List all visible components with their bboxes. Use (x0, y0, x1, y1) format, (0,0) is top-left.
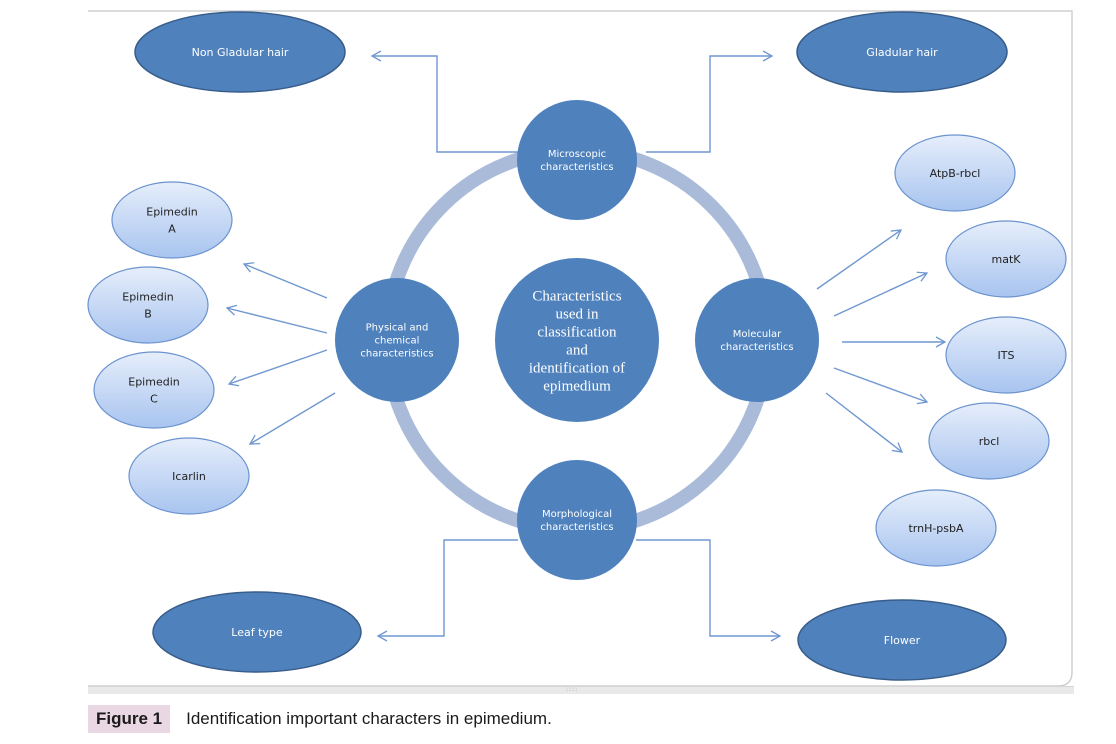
leaf-node-trnh-psba-shape (875, 489, 997, 567)
leaf-node-non-gladular-hair: Non Gladular hair (134, 11, 346, 93)
connector-physical-2 (225, 304, 328, 334)
node-label: characteristics (720, 342, 793, 353)
connector-molecular-1 (816, 229, 903, 290)
connector-molecular-4 (833, 367, 929, 405)
leaf-node-icarlin: Icarlin (128, 437, 250, 515)
leaf-node-non-gladular-hair-shape (134, 11, 346, 93)
connector-physical-4 (248, 392, 336, 445)
node-label: used in (556, 306, 599, 322)
node-label: Molecular (733, 329, 782, 340)
category-node-morphological-shape (517, 460, 637, 580)
connector-molecular-5 (825, 392, 904, 453)
node-label: trnH-psbA (908, 522, 964, 535)
node-label: Morphological (542, 509, 612, 520)
node-label: characteristics (540, 522, 613, 533)
node-label: Icarlin (172, 470, 206, 483)
leaf-node-gladular-hair: Gladular hair (796, 11, 1008, 93)
node-label: Epimedin (146, 205, 198, 218)
leaf-node-icarlin-shape (128, 437, 250, 515)
leaf-node-flower-shape (797, 599, 1007, 681)
category-node-morphological: Morphological characteristics (517, 460, 637, 580)
leaf-node-its: ITS (945, 316, 1067, 394)
caption-text: Identification important characters in e… (186, 709, 552, 728)
leaf-node-matk: matK (945, 220, 1067, 298)
node-label: Gladular hair (866, 46, 938, 59)
node-label: Characteristics (532, 288, 621, 304)
frame-bottom-bar (88, 686, 1074, 694)
node-label: classification (537, 324, 617, 340)
leaf-node-leaf-type: Leaf type (152, 591, 362, 673)
node-label: C (150, 392, 158, 405)
center-node: Characteristics used in classification and i… (495, 258, 659, 422)
connector-physical-1 (242, 262, 328, 299)
connector-microscopic-left (370, 50, 518, 153)
leaf-node-gladular-hair-shape (796, 11, 1008, 93)
node-label: epimedium (543, 378, 611, 394)
connector-microscopic-right (646, 50, 774, 153)
connector-morphological-right (636, 539, 782, 642)
node-label: matK (992, 253, 1022, 266)
category-node-molecular: Molecular characteristics (695, 278, 819, 402)
node-label: B (144, 307, 152, 320)
node-label: rbcl (979, 435, 1000, 448)
connector-physical-3 (227, 349, 328, 387)
leaf-node-matk-shape (945, 220, 1067, 298)
leaf-node-its-shape (945, 316, 1067, 394)
node-label: Epimedin (122, 290, 174, 303)
category-node-physical-shape (335, 278, 459, 402)
connector-morphological-left (376, 539, 518, 642)
leaf-node-epimedin-b-shape (87, 266, 209, 344)
node-label: chemical (375, 336, 420, 347)
node-label: and (566, 342, 588, 358)
category-node-microscopic-shape (517, 100, 637, 220)
leaf-node-leaf-type-shape (152, 591, 362, 673)
frame-border (88, 10, 1073, 687)
node-label: identification of (529, 360, 625, 376)
node-label: Microscopic (548, 149, 606, 160)
node-label: ITS (998, 349, 1015, 362)
figure-caption: Figure 1 Identification important charac… (88, 704, 552, 734)
leaf-node-atpb-rbcl-shape (894, 134, 1016, 212)
resize-grip-icon[interactable]: :::: (566, 686, 579, 693)
node-label: Non Gladular hair (192, 46, 289, 59)
leaf-node-epimedin-c-shape (93, 351, 215, 429)
center-node-shape (495, 258, 659, 422)
node-label: AtpB-rbcl (930, 167, 981, 180)
leaf-node-trnh-psba: trnH-psbA (875, 489, 997, 567)
connector-molecular-2 (833, 271, 929, 317)
node-label: characteristics (540, 162, 613, 173)
node-label: Flower (884, 634, 921, 647)
node-label: A (168, 222, 176, 235)
caption-label: Figure 1 (88, 705, 171, 733)
category-node-molecular-shape (695, 278, 819, 402)
leaf-node-rbcl-shape (928, 402, 1050, 480)
leaf-node-flower: Flower (797, 599, 1007, 681)
node-label: Physical and (366, 323, 429, 334)
category-node-physical: Physical and chemical characteristics (335, 278, 459, 402)
node-label: Epimedin (128, 375, 180, 388)
leaf-node-atpb-rbcl: AtpB-rbcl (894, 134, 1016, 212)
leaf-node-rbcl: rbcl (928, 402, 1050, 480)
node-label: characteristics (360, 349, 433, 360)
leaf-node-epimedin-a-shape (111, 181, 233, 259)
category-node-microscopic: Microscopic characteristics (517, 100, 637, 220)
node-label: Leaf type (231, 626, 283, 639)
